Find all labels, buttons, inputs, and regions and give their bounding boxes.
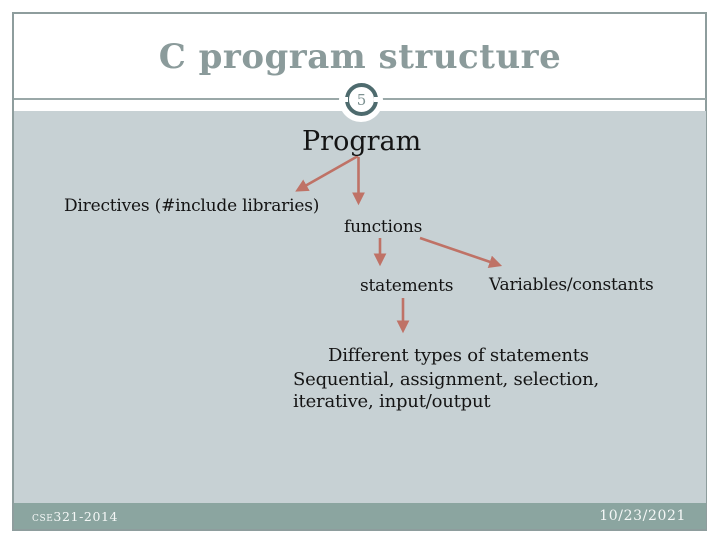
statement-kinds-line1: Sequential, assignment, selection, xyxy=(293,369,600,390)
badge-notch-west xyxy=(344,97,348,102)
slide-title: C program structure xyxy=(158,37,562,77)
page-number: 5 xyxy=(356,90,367,109)
node-different-types: Different types of statements xyxy=(328,345,589,366)
node-statement-kinds: Sequential, assignment, selection, itera… xyxy=(293,369,599,413)
node-directives: Directives (#include libraries) xyxy=(64,196,320,216)
node-variables: Variables/constants xyxy=(489,275,654,295)
footer-course-code: cse321-2014 xyxy=(32,508,119,524)
node-statements: statements xyxy=(360,276,454,296)
badge-notch-east xyxy=(374,97,378,102)
node-functions: functions xyxy=(344,217,423,237)
node-program: Program xyxy=(302,126,422,157)
footer-date: 10/23/2021 xyxy=(599,508,686,524)
statement-kinds-line2: iterative, input/output xyxy=(293,391,491,412)
content-background xyxy=(14,111,706,503)
footer-band: cse321-2014 10/23/2021 xyxy=(14,503,706,529)
